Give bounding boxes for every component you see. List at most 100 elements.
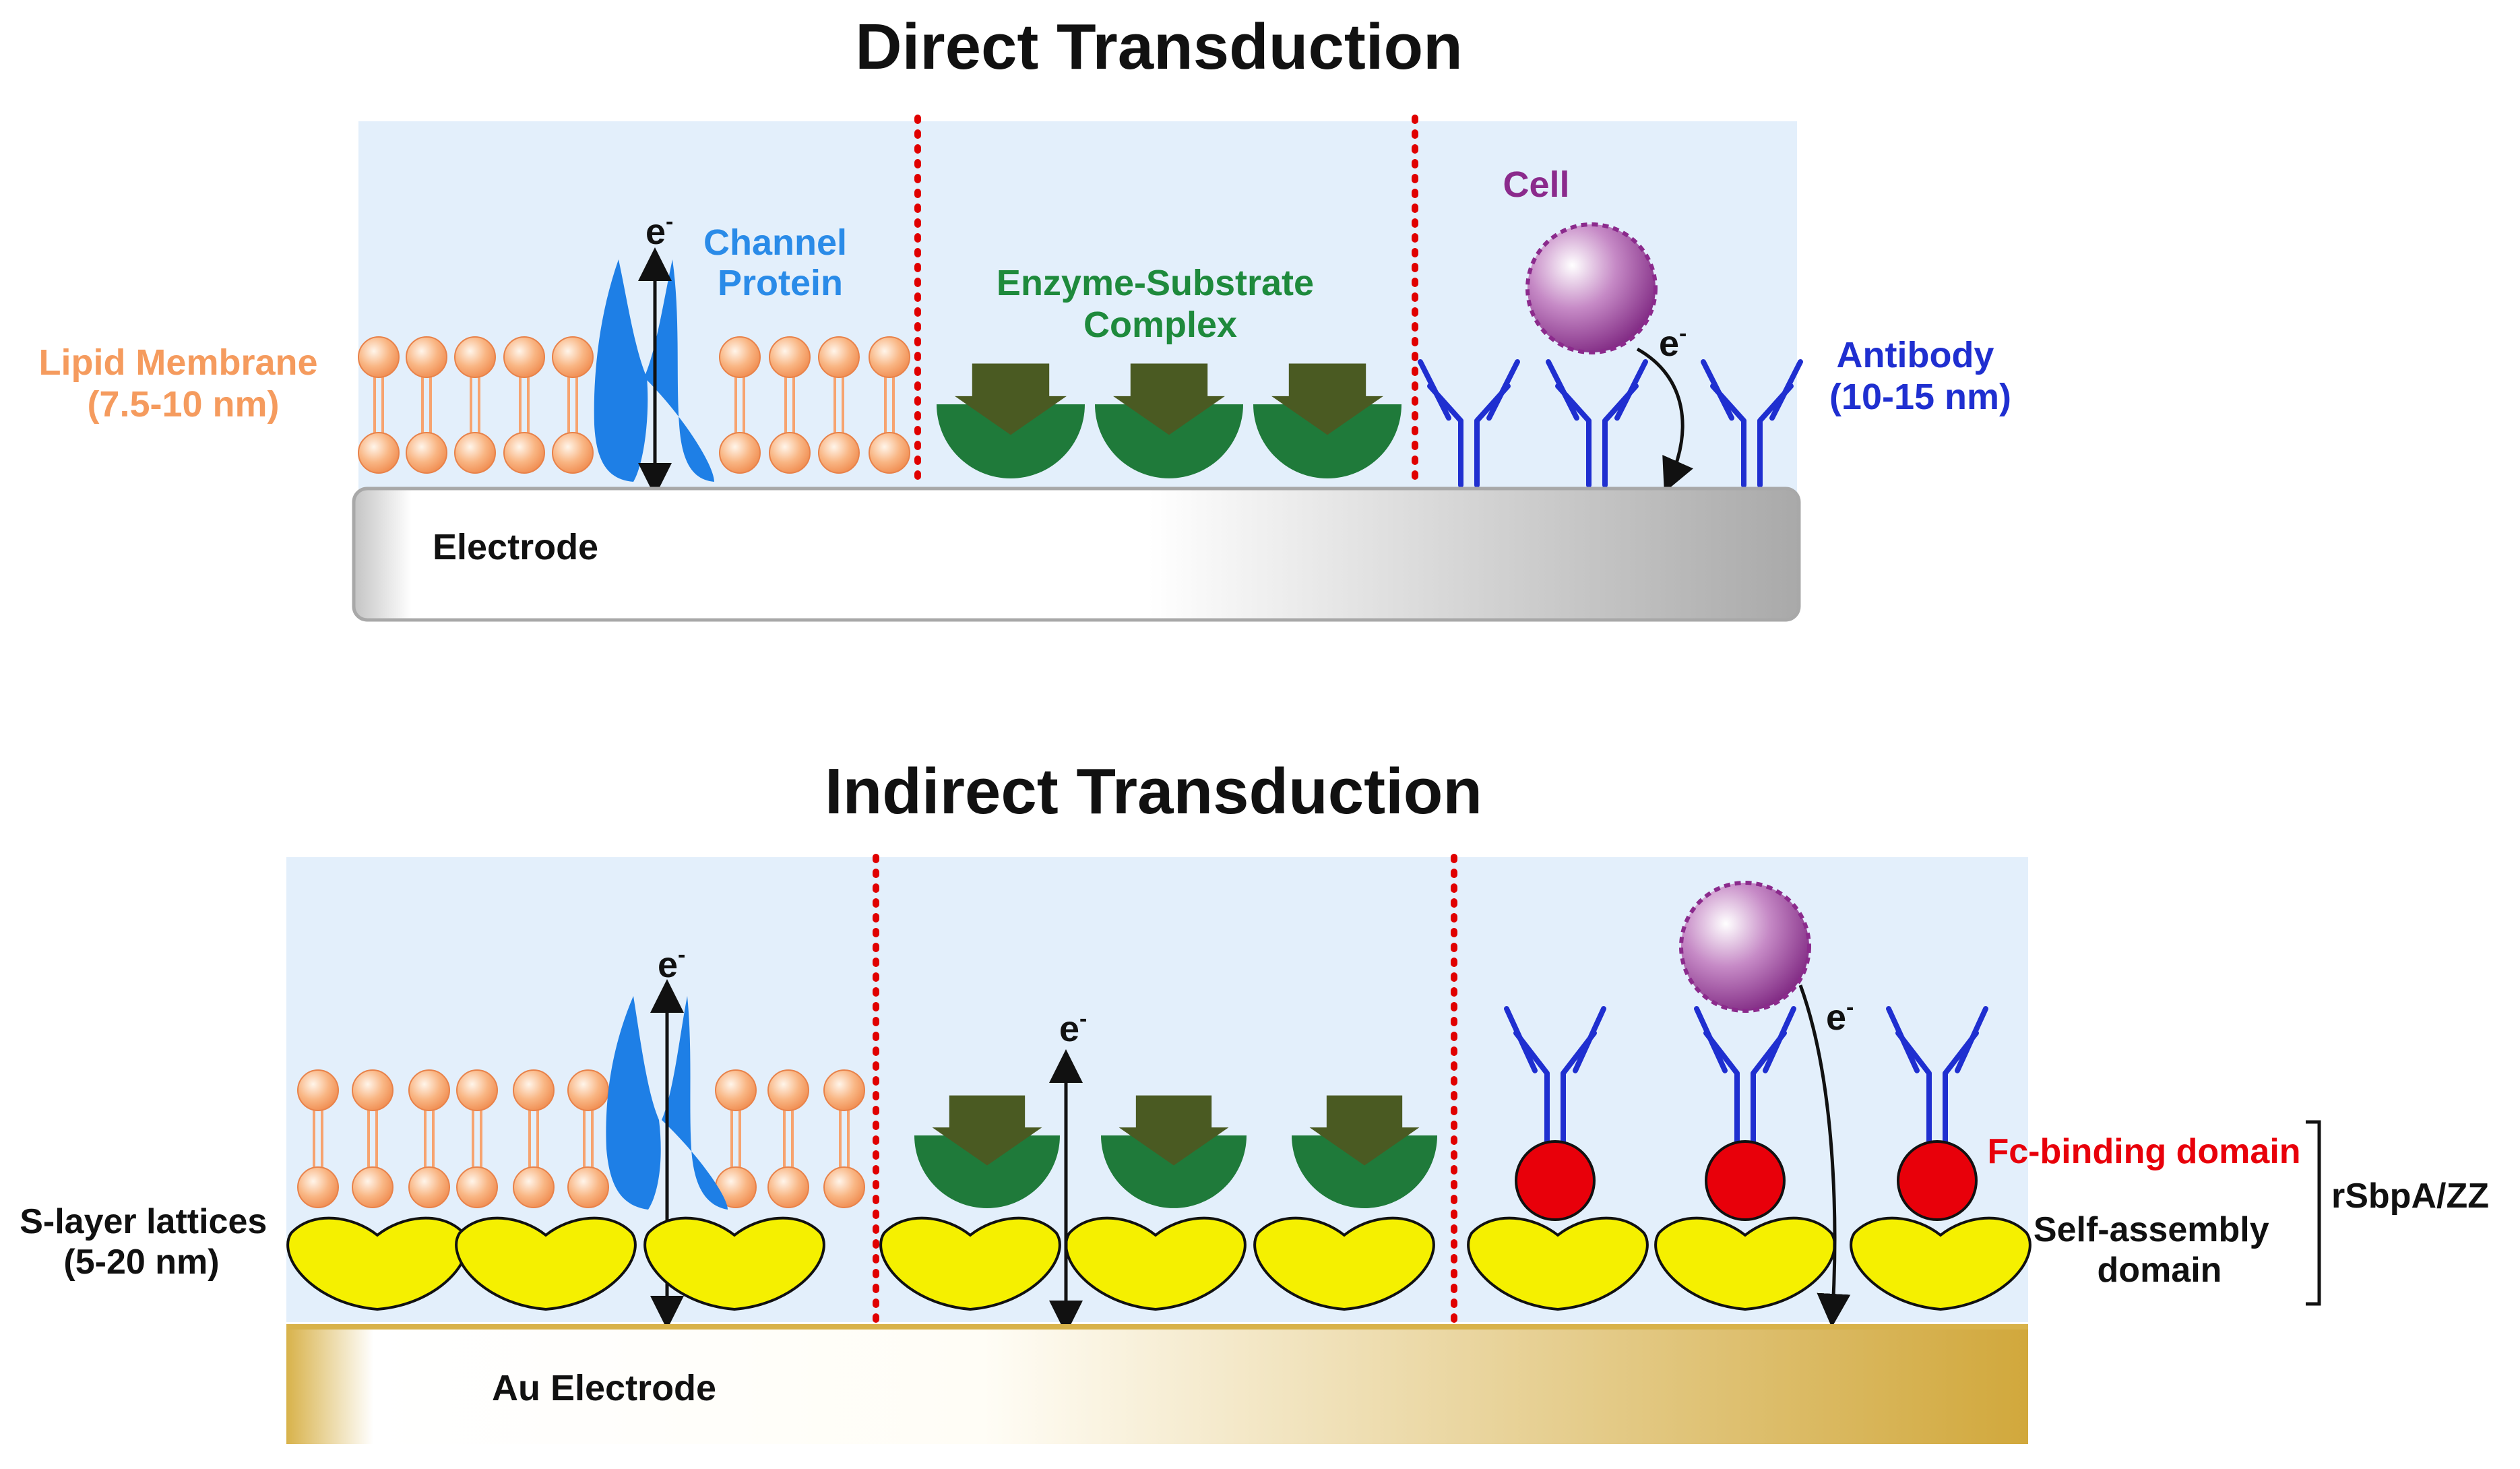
lipid-head — [767, 1069, 809, 1111]
enzyme — [1253, 404, 1401, 478]
indirect-channel-electron: e- — [658, 942, 685, 985]
lipid-head — [719, 336, 761, 378]
enzyme — [1292, 1135, 1437, 1208]
lipid-head — [297, 1166, 339, 1208]
antibody — [1886, 1006, 1988, 1148]
direct-cell-label: Cell — [1503, 164, 1569, 205]
lipid-molecule — [869, 336, 910, 474]
direct-antibodies — [1418, 359, 1803, 488]
lipid-molecule — [503, 336, 545, 474]
enzyme — [1101, 1135, 1247, 1208]
indirect-electrode-label: Au Electrode — [492, 1368, 716, 1408]
antibody-chain — [1886, 1006, 1920, 1073]
lipid-molecule — [408, 1069, 450, 1208]
antibody — [1546, 359, 1648, 488]
lipid-head — [869, 432, 910, 474]
direct-channel-protein — [594, 247, 714, 497]
lipid-head — [406, 432, 447, 474]
lipid-head — [823, 1069, 865, 1111]
fc-binding-domain — [1515, 1140, 1596, 1221]
substrate — [1119, 1095, 1229, 1166]
lipid-head — [456, 1166, 498, 1208]
enzyme-substrate-complex — [1101, 1095, 1247, 1208]
indirect-separators — [873, 854, 1457, 1325]
antibody — [1418, 359, 1520, 488]
lipid-head — [408, 1166, 450, 1208]
lipid-head — [456, 1069, 498, 1111]
lipid-molecule — [456, 1069, 498, 1208]
antibody-chain — [1769, 359, 1803, 421]
lipid-molecule — [406, 336, 447, 474]
enzyme-substrate-complex — [914, 1095, 1060, 1208]
indirect-s-layer-lattices — [286, 1216, 2031, 1311]
enzyme-substrate-complex — [1292, 1095, 1437, 1208]
indirect-antibodies — [1504, 1006, 1988, 1221]
lipid-molecule — [823, 1069, 865, 1208]
self-assembly-domain — [1850, 1216, 2031, 1311]
indirect-lipid-bilayer — [297, 1069, 865, 1208]
substrate — [1113, 363, 1225, 435]
lipid-head — [769, 432, 811, 474]
self-assembly-domain — [1467, 1216, 1649, 1311]
antibody-chain — [1955, 1006, 1988, 1073]
indirect-rsbpa-bracket — [2306, 1120, 2321, 1306]
lipid-head — [406, 336, 447, 378]
lipid-head — [297, 1069, 339, 1111]
enzyme-substrate-complex — [937, 363, 1085, 478]
lipid-molecule — [297, 1069, 339, 1208]
lipid-head — [358, 432, 400, 474]
direct-channel-electron: e- — [645, 209, 673, 252]
lipid-molecule — [715, 1069, 757, 1208]
direct-separators — [914, 115, 1418, 490]
direct-electrode — [352, 487, 1801, 622]
antibody — [1504, 1006, 1606, 1148]
lipid-head — [454, 336, 496, 378]
lipid-molecule — [769, 336, 811, 474]
lipid-head — [567, 1166, 609, 1208]
direct-cell-electron: e- — [1659, 321, 1687, 364]
self-assembly-domain — [455, 1216, 637, 1311]
antibody-chain — [1418, 359, 1451, 421]
lipid-molecule — [767, 1069, 809, 1208]
lipid-head — [358, 336, 400, 378]
antibody-chain — [1614, 359, 1648, 421]
direct-antibody-label: Antibody (10-15 nm) — [1829, 335, 2011, 417]
lipid-molecule — [454, 336, 496, 474]
lipid-head — [869, 336, 910, 378]
direct-lipid-label: Lipid Membrane (7.5-10 nm) — [38, 342, 327, 425]
enzyme — [937, 404, 1085, 478]
self-assembly-domain — [1065, 1216, 1247, 1311]
antibody-chain — [1763, 1006, 1796, 1073]
direct-cell — [1525, 222, 1658, 354]
substrate — [955, 363, 1067, 435]
fc-binding-domain — [1897, 1140, 1978, 1221]
enzyme-substrate-complex — [1095, 363, 1243, 478]
lipid-head — [818, 336, 860, 378]
direct-enzyme-label: Enzyme-Substrate Complex — [997, 263, 1324, 345]
indirect-channel-left-half — [606, 996, 661, 1210]
indirect-au-electrode-top-strip — [286, 1324, 2028, 1330]
lipid-molecule — [552, 336, 594, 474]
lipid-head — [769, 336, 811, 378]
direct-lipid-bilayer — [358, 336, 910, 474]
indirect-cell-electron: e- — [1826, 995, 1854, 1038]
self-assembly-domain — [643, 1216, 825, 1311]
direct-electrode-label: Electrode — [433, 527, 598, 567]
enzyme-substrate-complex — [1253, 363, 1401, 478]
direct-channel-label: Channel Protein — [703, 222, 857, 303]
substrate — [1309, 1095, 1420, 1166]
indirect-au-electrode — [286, 1324, 2028, 1444]
self-assembly-domain — [1253, 1216, 1435, 1311]
lipid-head — [552, 432, 594, 474]
lipid-head — [567, 1069, 609, 1111]
lipid-head — [352, 1166, 393, 1208]
direct-channel-left-half — [594, 259, 648, 482]
indirect-cell — [1679, 881, 1811, 1013]
lipid-molecule — [567, 1069, 609, 1208]
lipid-head — [408, 1069, 450, 1111]
fc-binding-domain — [1705, 1140, 1786, 1221]
lipid-head — [823, 1166, 865, 1208]
direct-enzyme-substrate-complexes — [937, 363, 1401, 478]
enzyme — [1095, 404, 1243, 478]
direct-title: Direct Transduction — [855, 11, 1463, 83]
